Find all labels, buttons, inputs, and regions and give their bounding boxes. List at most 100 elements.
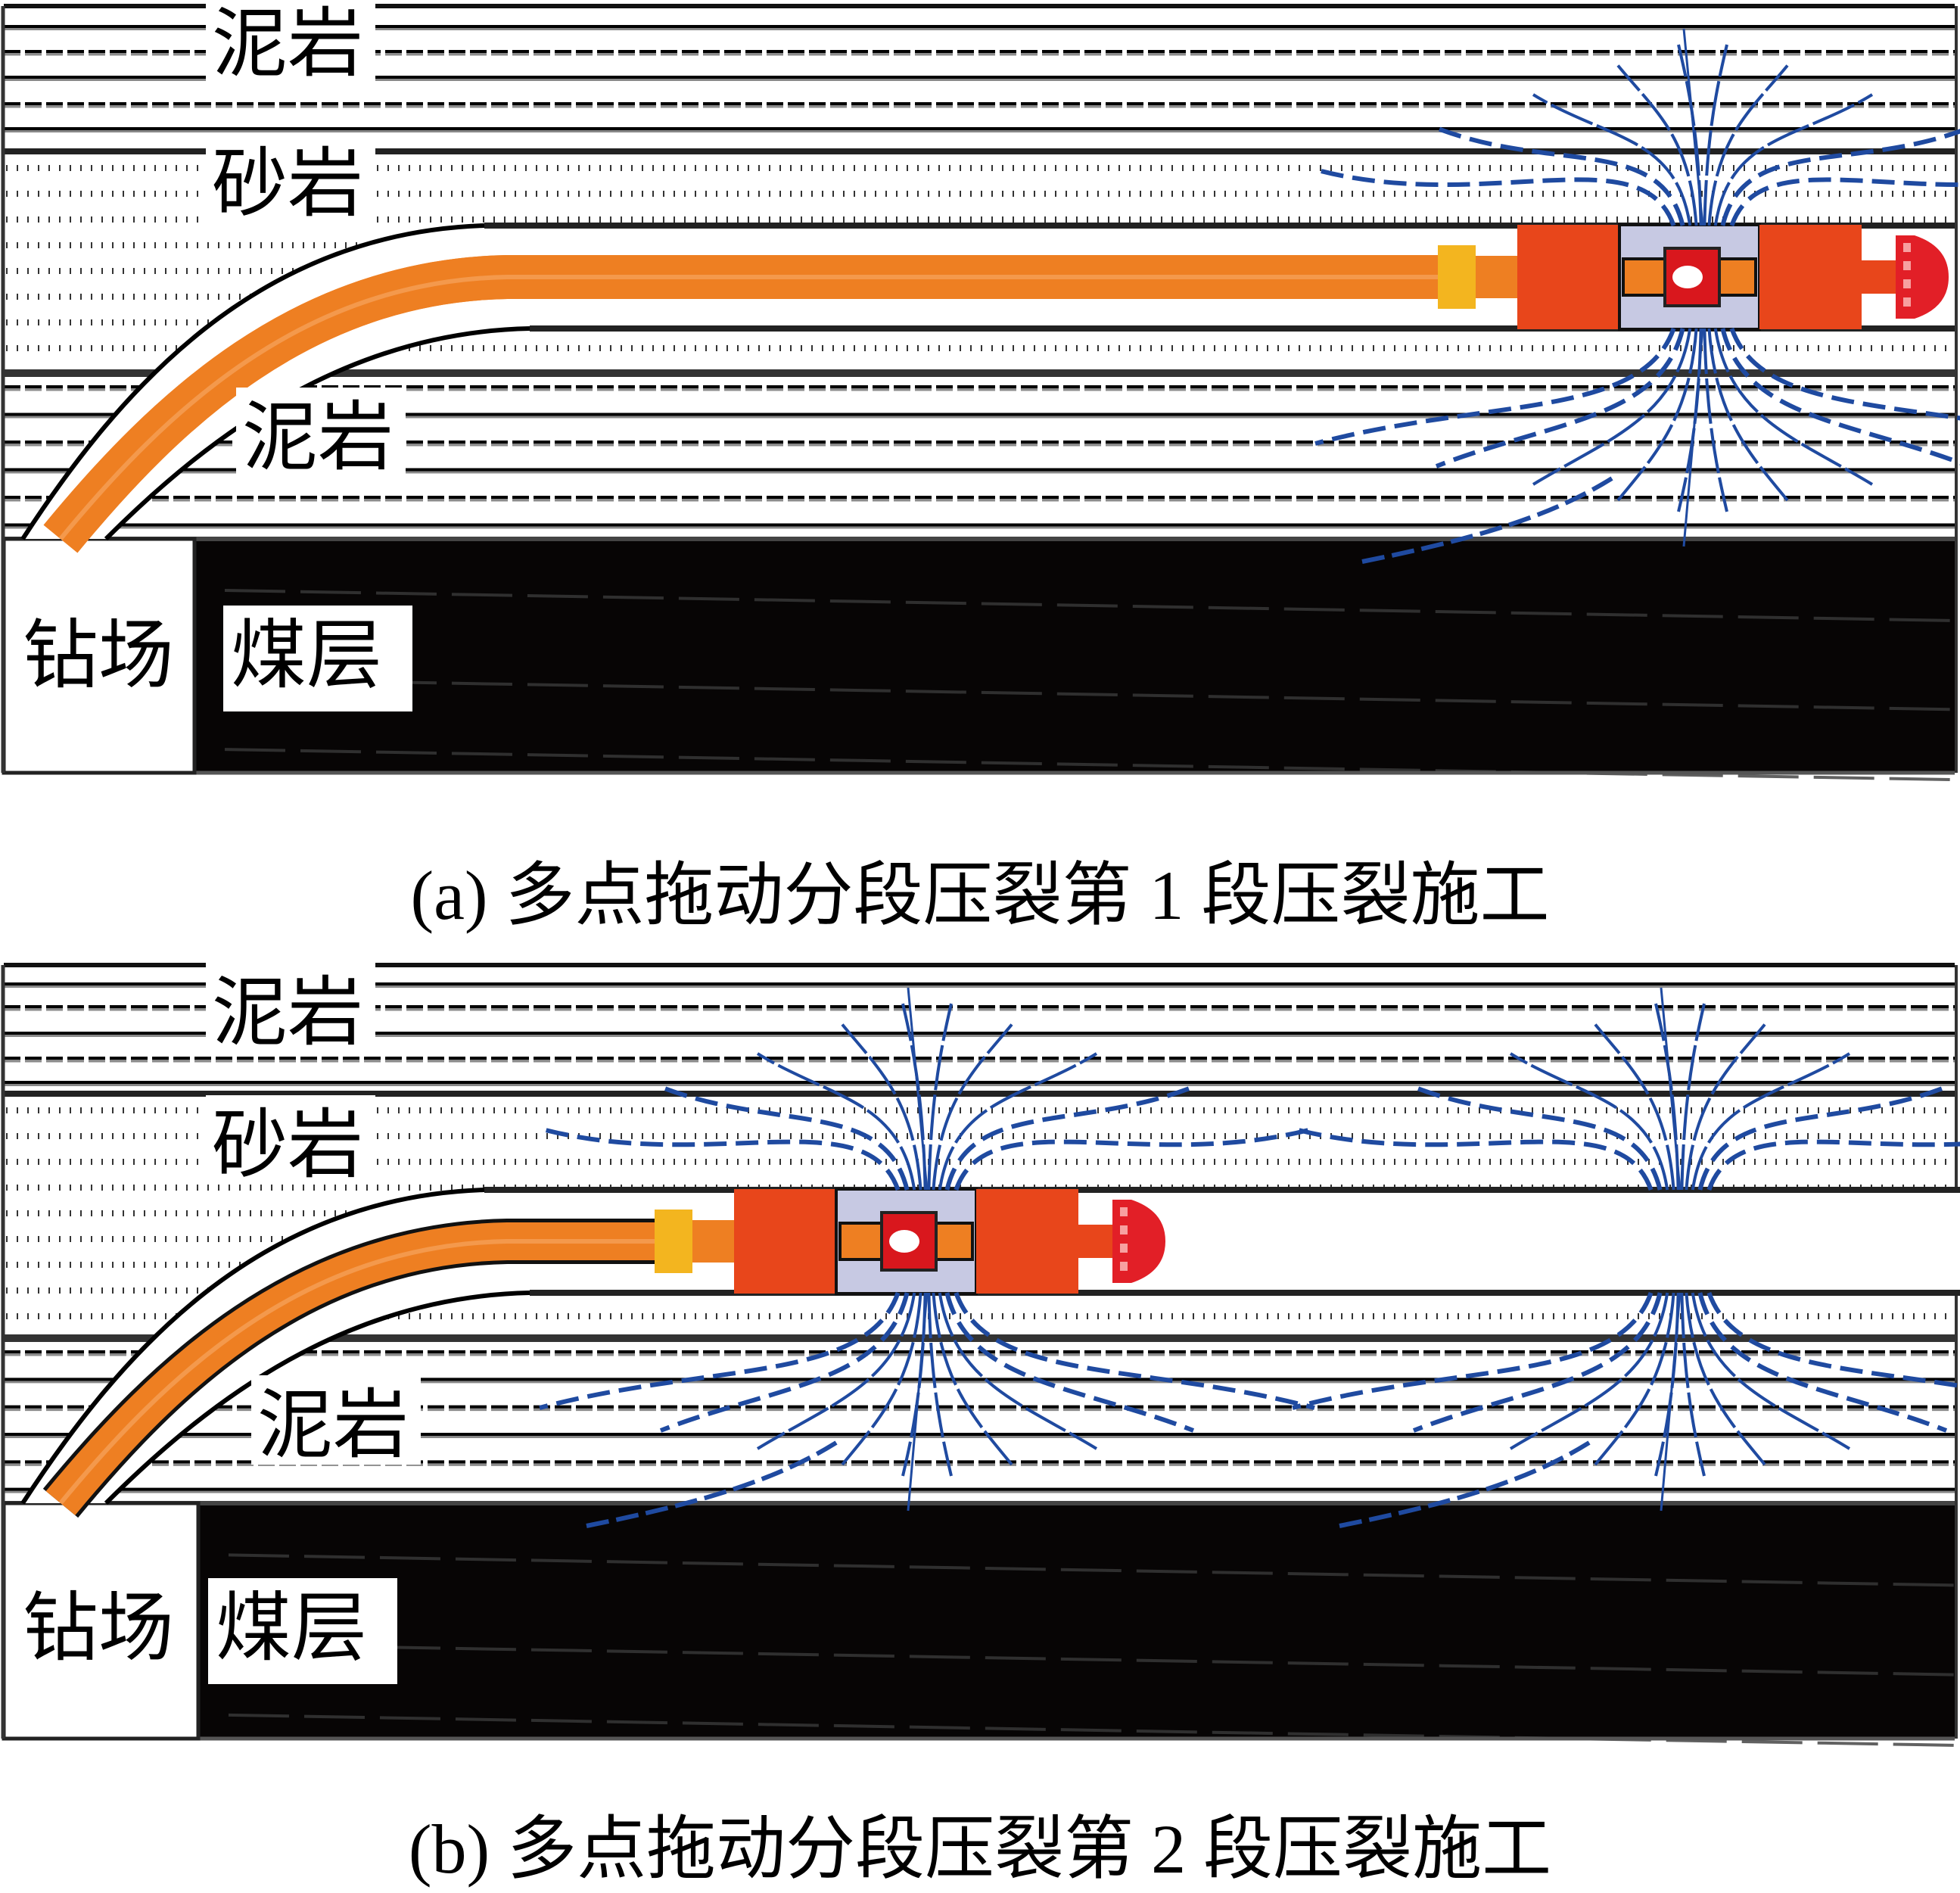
fracture-line (1707, 328, 1789, 502)
fracture-line (1660, 987, 1682, 1191)
jet-nozzle (1672, 266, 1703, 288)
fracture-line (1616, 328, 1698, 502)
fracture-line (1706, 1139, 1960, 1191)
guide-shoe-port (1903, 261, 1911, 270)
fracture-line (1509, 1052, 1669, 1191)
fracture-line (1691, 1292, 1851, 1450)
caption-panel-b: (b) 多点拖动分段压裂第 2 段压裂施工 (408, 1810, 1552, 1888)
fracture-line (1680, 1292, 1706, 1477)
label-upper-mudstone: 泥岩 (206, 963, 375, 1057)
fracture-line (1685, 1023, 1766, 1191)
fracture-line (586, 1440, 838, 1528)
fracture-line (1314, 167, 1676, 226)
label-background (206, 134, 375, 223)
fracture-line (1720, 328, 1960, 465)
fracture-line (539, 1126, 901, 1191)
label-lower-mudstone: 泥岩 (251, 1375, 421, 1469)
guide-shoe-port (1903, 279, 1911, 288)
fracture-line (1713, 328, 1874, 486)
label-upper-mudstone: 泥岩 (206, 0, 375, 88)
borehole (20, 1187, 1960, 1518)
fracture-line (938, 1292, 1098, 1450)
packer-upper (734, 1189, 836, 1294)
fracture-line (954, 1292, 1315, 1410)
fracture-line (1706, 1292, 1960, 1389)
label-background (251, 1375, 421, 1465)
fracture-line (1361, 476, 1613, 564)
fracture-line (659, 1085, 910, 1191)
tubing-highlight (58, 275, 1438, 540)
label-background (236, 388, 406, 477)
label-drill-site: 钻场 (23, 611, 174, 699)
label-sandstone: 砂岩 (206, 134, 375, 228)
fracture-line (938, 1052, 1098, 1191)
fracture-line (1697, 1085, 1948, 1191)
coal-streak (224, 588, 1955, 622)
packer-lower (976, 1189, 1078, 1294)
fracture-line (841, 1023, 922, 1191)
fracture-line (1594, 1292, 1675, 1466)
tubing-connector (655, 1210, 692, 1273)
bottom-sub (1862, 260, 1896, 294)
coal-streak (228, 1553, 1955, 1587)
fracture-line (944, 1085, 1195, 1191)
label-coal-seam-text: 煤层 (231, 611, 382, 699)
fracture-pattern (1314, 28, 1960, 564)
label-lower-mudstone: 泥岩 (236, 388, 406, 481)
coal-seam (194, 539, 1955, 773)
fracture-line (1412, 1292, 1663, 1433)
fracture-line (1594, 1023, 1675, 1191)
label-drill-site: 钻场 (23, 1583, 174, 1672)
coal-seam (198, 1503, 1955, 1739)
connector-sub (1476, 256, 1517, 298)
fracture-line (1314, 328, 1676, 446)
label-lower-mudstone-text: 泥岩 (257, 1381, 409, 1469)
fracture-line (1509, 1292, 1669, 1450)
fracture-line (1680, 1003, 1706, 1191)
fracture-line (1435, 328, 1685, 469)
fracture-line (1532, 93, 1692, 226)
caption-panel-a: (a) 多点拖动分段压裂第 1 段压裂施工 (410, 857, 1550, 934)
borehole-wall-upper (20, 1188, 485, 1505)
fracture-line (756, 1052, 916, 1191)
guide-shoe-port (1120, 1262, 1128, 1271)
borehole-wall-lower (104, 1291, 530, 1505)
label-lower-mudstone-text: 泥岩 (242, 393, 394, 481)
fracture-line (756, 1292, 916, 1450)
label-background (223, 606, 412, 711)
fracture-line (1616, 64, 1698, 226)
label-upper-mudstone-text: 泥岩 (212, 968, 363, 1057)
fracture-line (1412, 1085, 1663, 1191)
label-coal-seam: 煤层 (223, 606, 412, 711)
fracture-line (907, 987, 929, 1191)
label-sandstone: 砂岩 (206, 1095, 375, 1189)
label-sandstone-text: 砂岩 (212, 139, 363, 228)
packer-upper (1517, 225, 1619, 329)
fracture-line (1713, 93, 1874, 226)
guide-shoe-port (1120, 1244, 1128, 1253)
label-background (208, 1578, 397, 1684)
fracture-line (1691, 1052, 1851, 1191)
drill-site-box (2, 1501, 201, 1741)
borehole-void (23, 1190, 1960, 1503)
fracturing-tool-string (655, 1188, 1165, 1295)
fracture-line (1685, 1292, 1766, 1466)
fracture-line (1682, 28, 1704, 226)
label-coal-seam: 煤层 (208, 1578, 397, 1684)
label-upper-mudstone-text: 泥岩 (212, 0, 363, 88)
panel-b-stage-2: 泥岩砂岩泥岩钻场煤层 (1, 963, 1960, 1747)
fracture-line (1729, 328, 1960, 421)
fracture-line (1532, 328, 1692, 486)
label-background (206, 1095, 375, 1185)
sandstone-layer (4, 1091, 1955, 1319)
label-coal-seam-text: 煤层 (216, 1583, 367, 1672)
borehole-wall-upper (20, 223, 485, 540)
coal-seam-layer (4, 537, 1955, 782)
fracture-line (1339, 1440, 1591, 1528)
fracture-pattern (539, 987, 1315, 1528)
tubing-highlight (58, 1239, 655, 1505)
fracture-line (1697, 1292, 1948, 1433)
fracture-line (1707, 64, 1789, 226)
packer-lower (1759, 225, 1862, 329)
